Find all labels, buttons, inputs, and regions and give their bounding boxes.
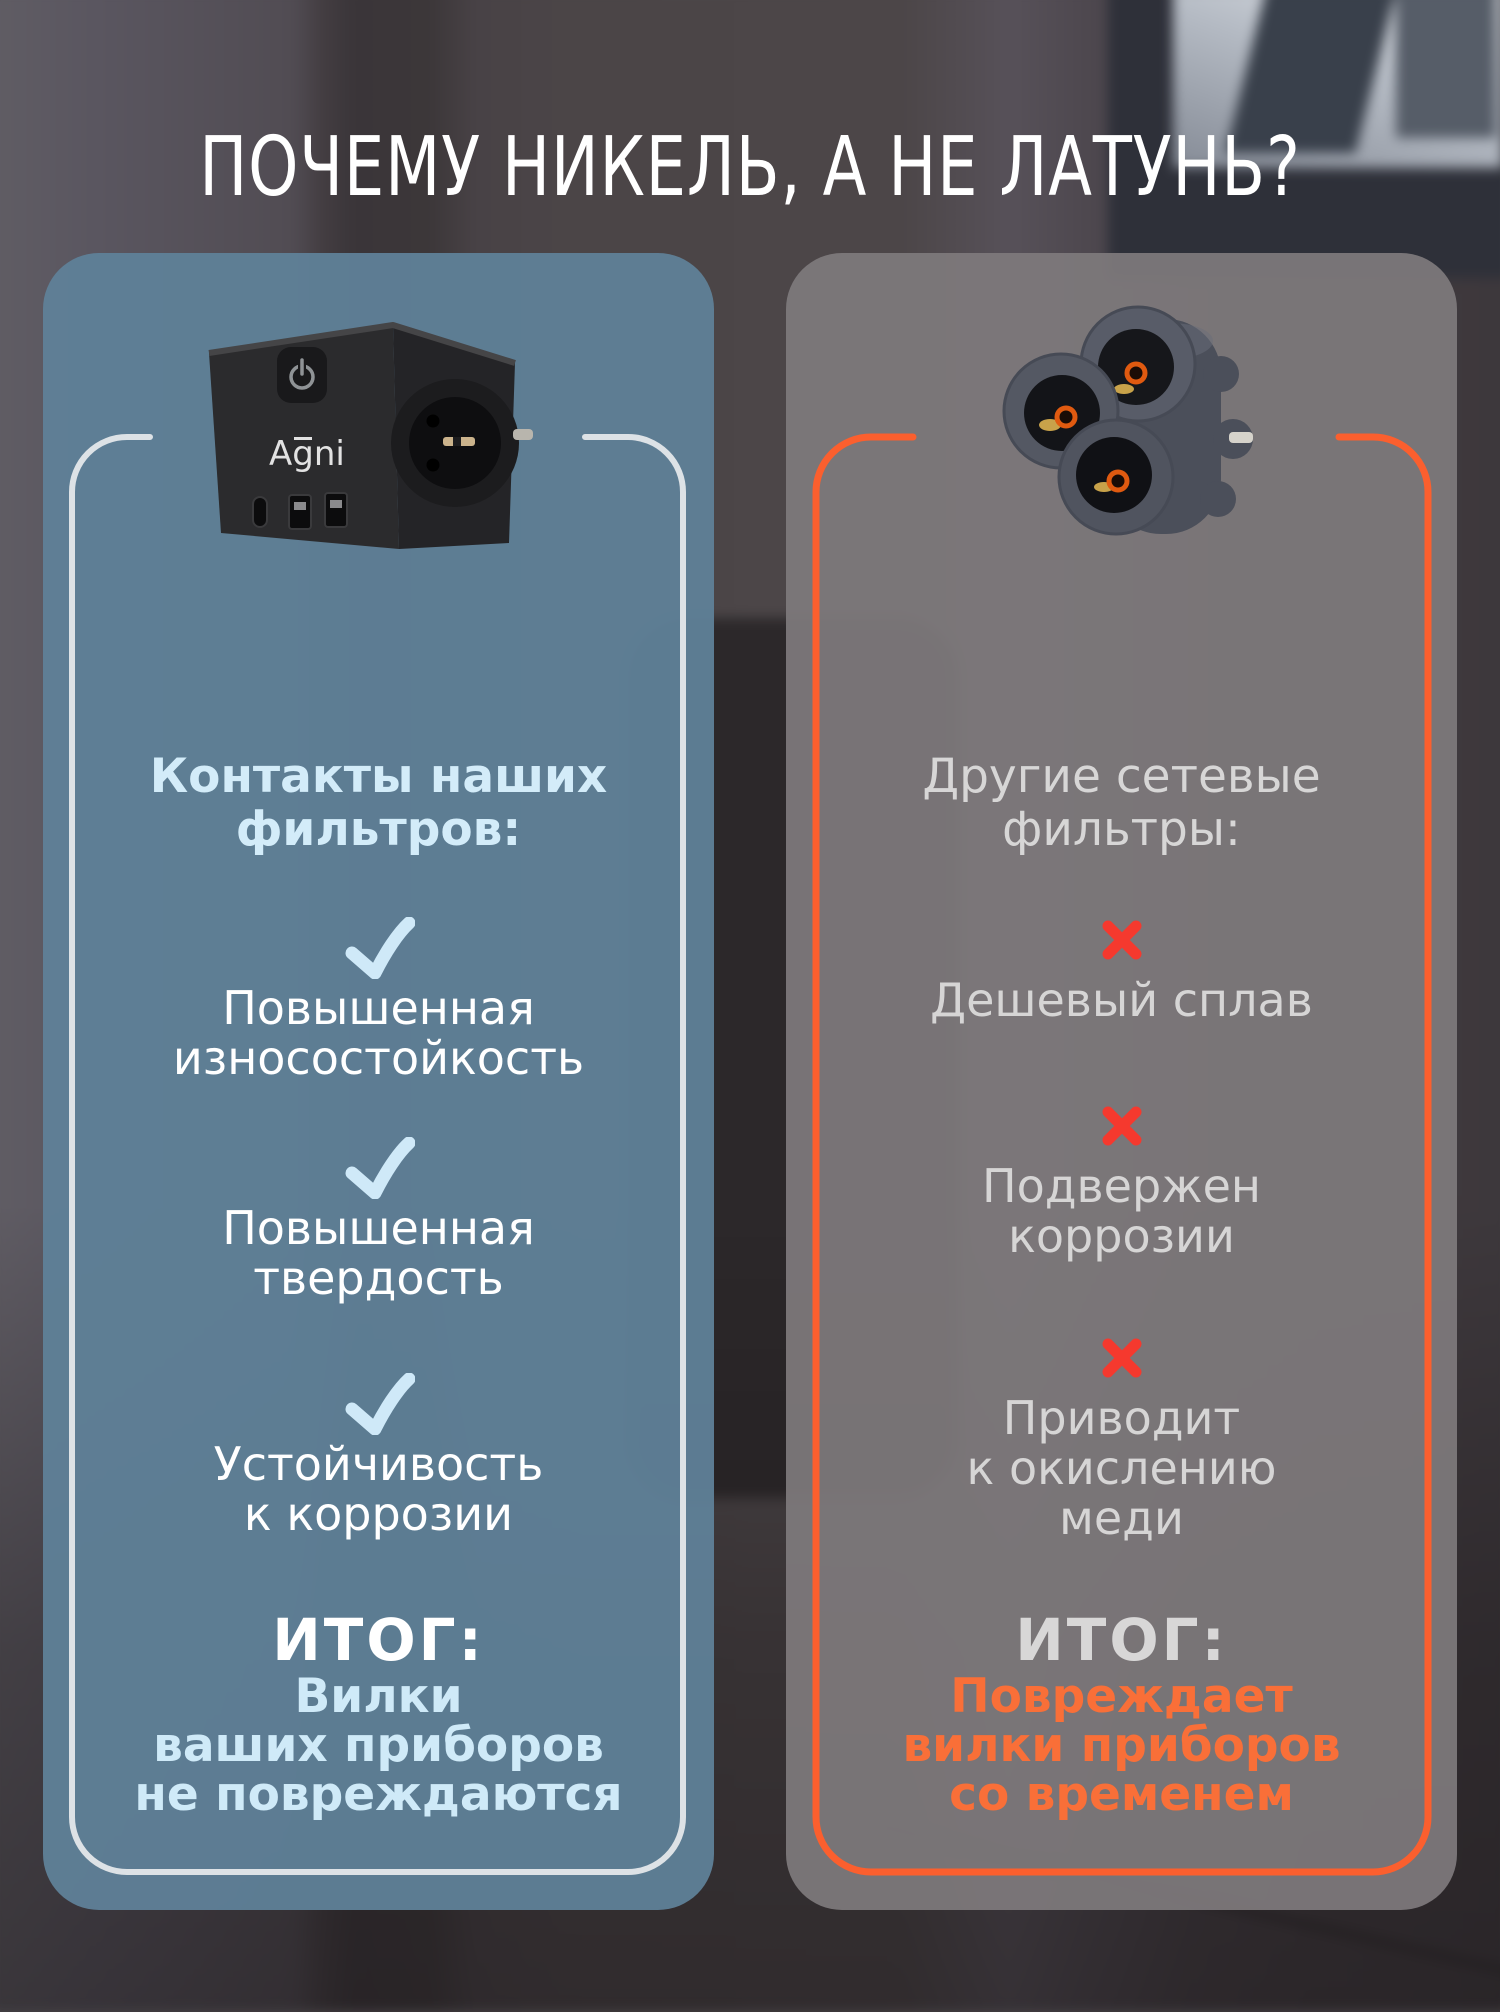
schuko-socket-icon: [391, 379, 519, 507]
left-panel-heading: Контакты наших фильтров:: [149, 749, 608, 858]
check-icon: [345, 1137, 415, 1199]
result-label: ИТОГ:: [1015, 1606, 1228, 1674]
wall-pin: [1229, 432, 1253, 443]
brand-logo: Agni: [269, 434, 345, 474]
wall-pin: [513, 429, 533, 440]
check-icon: [345, 1373, 415, 1435]
result-line: Повреждает: [950, 1668, 1293, 1724]
cross-icon: [1102, 1338, 1141, 1378]
benefit-item: Повышенная твердость: [43, 1137, 714, 1303]
result-label: ИТОГ:: [272, 1606, 485, 1674]
right-product-image: [1002, 305, 1253, 536]
result-line: вилки приборов: [902, 1717, 1341, 1773]
left-product-image: Agni: [208, 322, 533, 549]
check-icon: [345, 917, 415, 979]
benefit-item: Устойчивость к коррозии: [43, 1373, 714, 1539]
socket-lobe-icon: [1057, 418, 1175, 536]
drawback-item: Приводит к окислению меди: [786, 1337, 1457, 1543]
brand-logo-macron: [294, 437, 312, 440]
cross-icon: [1102, 1106, 1141, 1146]
left-panel: Agni Контакты наших фильтров:: [43, 253, 714, 1910]
drawback-item: Дешевый сплав: [786, 919, 1457, 1025]
socket-lobe-icon: [1079, 305, 1197, 423]
result-line: Вилки: [294, 1668, 463, 1724]
result-line: не повреждаются: [134, 1767, 623, 1823]
result-block: ИТОГ: Вилки ваших приборов не повреждают…: [43, 1609, 714, 1820]
right-frame-border: [812, 433, 1432, 1876]
usb-a-port-icon-2: [324, 492, 348, 528]
result-line: со временем: [949, 1767, 1294, 1823]
cross-icon: [1102, 920, 1141, 960]
right-panel-heading: Другие сетевые фильтры:: [922, 749, 1321, 858]
usb-a-port-icon: [288, 494, 312, 530]
benefit-item: Повышенная износостойкость: [43, 917, 714, 1083]
page-title: ПОЧЕМУ НИКЕЛЬ, А НЕ ЛАТУНЬ?: [199, 119, 1301, 215]
usb-c-port-icon: [252, 496, 268, 528]
result-line: ваших приборов: [153, 1717, 604, 1773]
power-button-icon: [277, 347, 327, 403]
drawback-item: Подвержен коррозии: [786, 1105, 1457, 1261]
right-panel: Другие сетевые фильтры: Дешевый сплав По…: [786, 253, 1457, 1910]
left-frame-border: [69, 434, 686, 1875]
result-block: ИТОГ: Повреждает вилки приборов со време…: [786, 1609, 1457, 1820]
